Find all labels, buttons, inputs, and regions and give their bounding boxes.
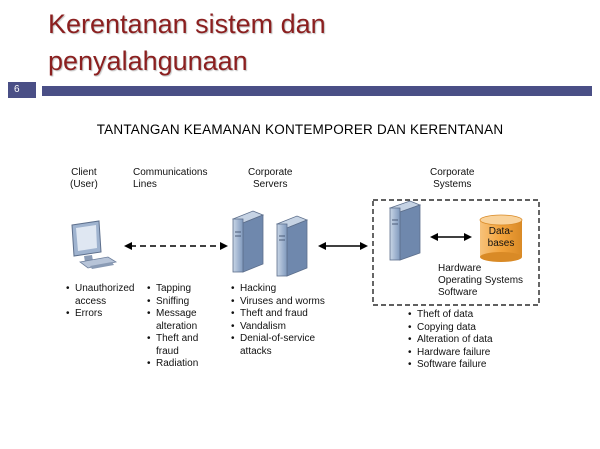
client-threats-list: Unauthorized access Errors — [66, 283, 138, 321]
system-server-icon — [388, 200, 422, 261]
list-item: Tapping — [147, 283, 219, 296]
systems-header-line-1: Corporate — [430, 167, 475, 178]
database-label-line-1: Data- — [488, 226, 514, 237]
title-rule — [42, 86, 592, 96]
systems-header: Corporate Systems — [430, 167, 474, 191]
database-label: Data- bases — [478, 226, 524, 250]
list-item: Alteration of data — [408, 334, 518, 347]
slide-title-line-2: penyalahgunaan — [48, 46, 248, 76]
list-item: Unauthorized access — [66, 283, 138, 308]
list-item: Theft of data — [408, 309, 518, 322]
list-item: Copying data — [408, 322, 518, 335]
system-stack: Hardware Operating Systems Software — [438, 263, 523, 299]
figure-title: TANTANGAN KEAMANAN KONTEMPORER DAN KEREN… — [96, 122, 504, 137]
servers-header-line-1: Corporate — [248, 167, 293, 178]
server-icon-2 — [275, 215, 309, 277]
list-item: Software failure — [408, 359, 518, 372]
list-item: Theft and fraud — [147, 333, 219, 358]
corporate-systems-box — [372, 199, 540, 306]
list-item: Hacking — [231, 283, 331, 296]
systems-header-line-2: Systems — [433, 179, 472, 190]
client-header-line-1: Client — [71, 167, 97, 178]
communications-header-line-2: Lines — [133, 179, 157, 190]
server-icon-1 — [231, 210, 265, 273]
systems-threats-list: Theft of data Copying data Alteration of… — [408, 309, 518, 372]
communications-header: Communications Lines — [133, 167, 207, 191]
database-label-line-2: bases — [487, 238, 515, 249]
list-item: Viruses and worms — [231, 296, 331, 309]
list-item: Vandalism — [231, 321, 331, 334]
list-item: Errors — [66, 308, 138, 321]
system-stack-hardware: Hardware — [438, 263, 482, 274]
servers-threats-list: Hacking Viruses and worms Theft and frau… — [231, 283, 331, 358]
client-header-line-2: (User) — [70, 179, 98, 190]
client-lines-arrow — [124, 242, 228, 250]
client-computer-icon — [71, 220, 118, 269]
servers-header-line-2: Servers — [253, 179, 288, 190]
server-database-arrow — [430, 233, 472, 241]
communications-header-line-1: Communications — [133, 167, 208, 178]
list-item: Hardware failure — [408, 347, 518, 360]
slide-title-line-1: Kerentanan sistem dan — [48, 9, 326, 39]
system-stack-software: Software — [438, 287, 478, 298]
slide-title: Kerentanan sistem dan penyalahgunaan — [48, 6, 588, 80]
client-header: Client (User) — [70, 167, 98, 191]
slide-number: 6 — [8, 82, 36, 98]
servers-header: Corporate Servers — [248, 167, 292, 191]
communications-threats-list: Tapping Sniffing Message alteration Thef… — [147, 283, 219, 371]
list-item: Sniffing — [147, 296, 219, 309]
servers-systems-arrow — [318, 242, 368, 250]
list-item: Denial-of-service attacks — [231, 333, 331, 358]
system-stack-os: Operating Systems — [438, 275, 524, 286]
list-item: Theft and fraud — [231, 308, 331, 321]
list-item: Radiation — [147, 358, 219, 371]
list-item: Message alteration — [147, 308, 219, 333]
database-icon — [479, 214, 523, 262]
